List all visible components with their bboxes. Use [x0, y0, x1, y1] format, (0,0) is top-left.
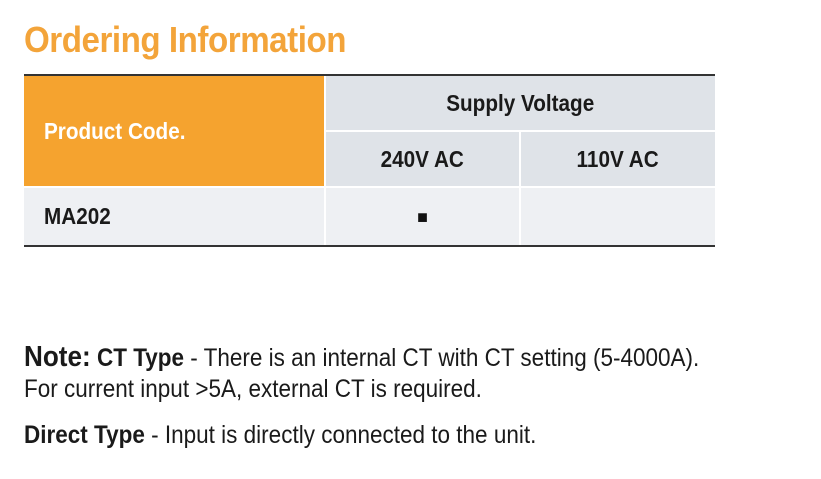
table-row-product-code: MA202: [24, 188, 324, 245]
note-direct-type: Direct Type - Input is directly connecte…: [24, 418, 536, 452]
direct-type-label: Direct Type: [24, 421, 145, 449]
column-header-110v-label: 110V AC: [576, 145, 660, 172]
table-bottom-rule: [24, 245, 715, 247]
product-code-header-label: Product Code.: [44, 117, 186, 144]
ct-type-text-2: For current input >5A, external CT is re…: [24, 375, 482, 403]
column-header-240v-label: 240V AC: [380, 145, 465, 172]
note-label: Note:: [24, 341, 91, 373]
page-title: Ordering Information: [24, 19, 346, 60]
table-top-rule: [24, 74, 715, 76]
table-cell-240v: ■: [326, 188, 519, 245]
available-mark-icon: ■: [417, 206, 428, 227]
supply-voltage-header-label: Supply Voltage: [446, 89, 595, 116]
table-cell-110v: [521, 188, 715, 245]
direct-type-text: - Input is directly connected to the uni…: [144, 421, 537, 449]
ct-type-text: - There is an internal CT with CT settin…: [184, 344, 700, 372]
ct-type-label: CT Type: [96, 344, 185, 372]
column-header-240v: 240V AC: [326, 132, 519, 186]
column-header-110v: 110V AC: [521, 132, 715, 186]
note-ct-type-line-2: For current input >5A, external CT is re…: [24, 372, 482, 406]
product-code-header: Product Code.: [24, 76, 324, 186]
supply-voltage-header: Supply Voltage: [326, 76, 715, 130]
product-code-value: MA202: [44, 203, 111, 229]
note-ct-type-line-1: Note: CT Type - There is an internal CT …: [24, 340, 699, 375]
